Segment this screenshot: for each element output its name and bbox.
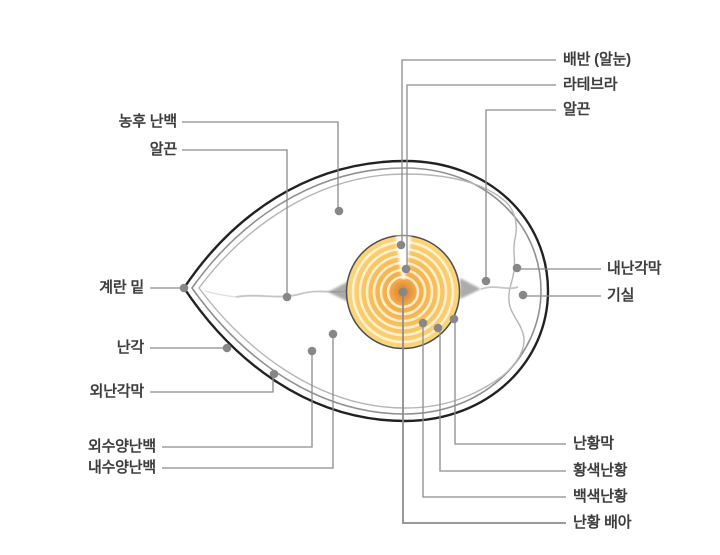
label-chalaza-top: 알끈 [563, 101, 591, 119]
chalaza-left [204, 281, 350, 302]
dot-eggshell [222, 343, 232, 353]
label-white-yolk: 백색난황 [573, 488, 628, 506]
leader-inner-thin-albumen [162, 338, 334, 469]
dot-air-cell [518, 290, 528, 300]
outer-shell-membrane-line [191, 167, 542, 415]
leader-outer-shell-membrane [150, 378, 274, 393]
label-inner-thin-albumen: 내수양난백 [87, 459, 156, 477]
label-outer-shell-membrane: 외난각막 [89, 383, 145, 401]
leader-chalaza-left [182, 149, 288, 293]
label-air-cell: 기실 [607, 287, 635, 305]
dot-germinal-disc [396, 240, 406, 250]
chalaza-right [460, 278, 519, 299]
leader-outer-thin-albumen [162, 355, 313, 448]
dot-outer-thin-albumen [307, 346, 317, 356]
label-yolk-membrane: 난황막 [573, 435, 614, 453]
leader-latebra [406, 84, 556, 265]
dot-latebra [401, 264, 411, 274]
label-thick-albumen: 농후 난백 [118, 113, 178, 131]
leader-white-yolk [422, 327, 566, 498]
leader-yellow-yolk [439, 332, 566, 472]
dot-yolk-membrane [449, 314, 459, 324]
dot-inner-shell-membrane [512, 263, 522, 273]
label-yolk-embryo: 난황 배아 [573, 514, 632, 532]
label-yellow-yolk: 황색난황 [573, 462, 628, 480]
dot-inner-thin-albumen [328, 329, 338, 339]
marker-dots [179, 206, 528, 379]
label-outer-thin-albumen: 외수양난백 [87, 438, 156, 456]
dot-chalaza-left [282, 292, 292, 302]
dot-yolk-embryo [398, 287, 408, 297]
leader-yolk-membrane [454, 323, 566, 445]
dot-egg-bottom [179, 283, 189, 293]
leader-germinal-disc [401, 59, 556, 241]
leader-thick-albumen [182, 121, 339, 207]
leader-yolk-embryo [402, 296, 566, 524]
leader-lines [150, 59, 601, 524]
label-chalaza-left: 알끈 [149, 141, 177, 159]
label-egg-bottom: 계란 밑 [99, 279, 144, 297]
inner-shell-membrane-line [198, 173, 525, 409]
dot-white-yolk [418, 318, 428, 328]
label-eggshell: 난각 [116, 339, 144, 357]
dot-yellow-yolk [433, 323, 443, 333]
dot-outer-shell-membrane [269, 369, 279, 379]
label-inner-shell-membrane: 내난각막 [607, 260, 662, 278]
leader-chalaza-top [485, 109, 556, 277]
dot-thick-albumen [334, 206, 344, 216]
label-germinal-disc: 배반 (알눈) [563, 51, 631, 69]
dot-chalaza-top [481, 276, 491, 286]
label-latebra: 라테브라 [563, 76, 618, 94]
